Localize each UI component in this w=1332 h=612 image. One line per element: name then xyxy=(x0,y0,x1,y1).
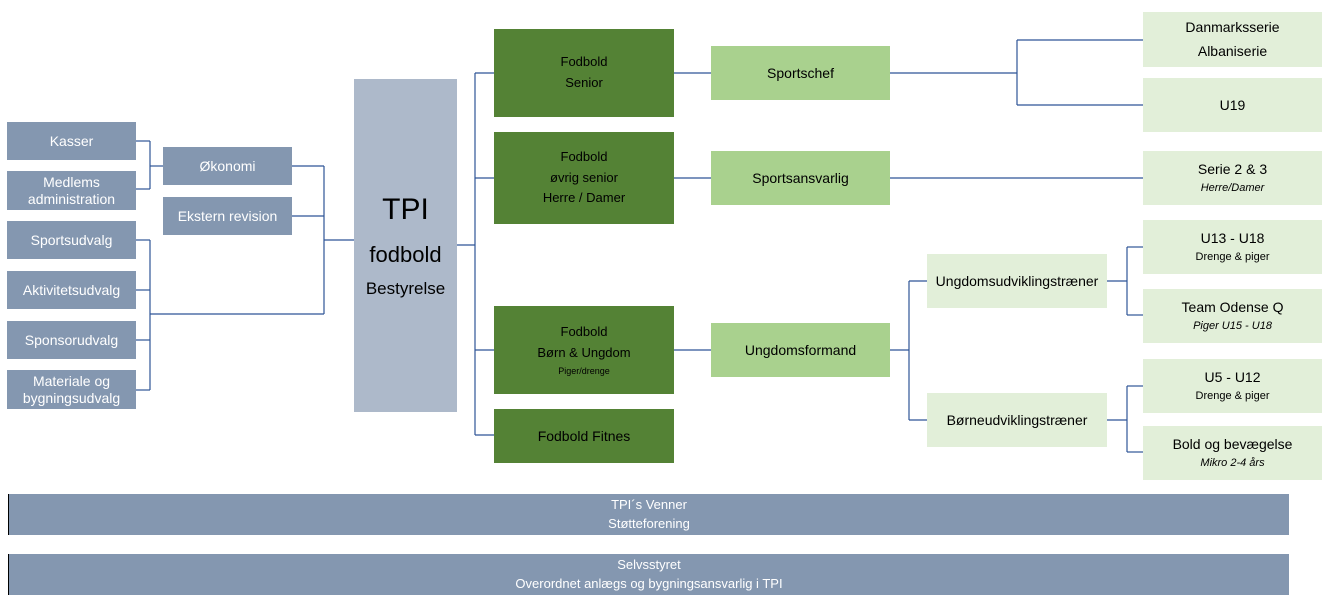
ungdomsudvikling-box: Ungdomsudviklingstræner xyxy=(927,254,1107,308)
materiale-box: Materiale og bygningsudvalg xyxy=(7,370,136,409)
odense-sublabel: Piger U15 - U18 xyxy=(1193,320,1272,333)
fodbold-fitnes-box: Fodbold Fitnes xyxy=(494,409,674,463)
materiale-label-2: bygningsudvalg xyxy=(22,389,121,406)
fodbold-senior-line2: Senior xyxy=(565,75,603,90)
borneudvikling-label: Børneudviklingstræner xyxy=(946,411,1088,428)
sportschef-label: Sportschef xyxy=(767,64,834,81)
danmarksserie-label: Danmarksserie xyxy=(1185,18,1280,35)
odense-label: Team Odense Q xyxy=(1181,299,1284,316)
tpi-subtitle: fodbold xyxy=(369,242,442,268)
sportsudvalg-label: Sportsudvalg xyxy=(30,231,113,248)
fodbold-ovrig-line3: Herre / Damer xyxy=(542,190,626,206)
ekstern-revision-label: Ekstern revision xyxy=(177,207,278,224)
serie-box: Serie 2 & 3 Herre/Damer xyxy=(1143,151,1322,205)
medlems-label-2: administration xyxy=(27,190,116,207)
sportsansvarlig-label: Sportsansvarlig xyxy=(752,169,849,186)
u5-u12-box: U5 - U12 Drenge & piger xyxy=(1143,359,1322,413)
team-odense-box: Team Odense Q Piger U15 - U18 xyxy=(1143,289,1322,343)
ekstern-revision-box: Ekstern revision xyxy=(163,197,292,235)
ungdomsformand-box: Ungdomsformand xyxy=(711,323,890,377)
ungdomsformand-label: Ungdomsformand xyxy=(744,341,857,358)
borneudvikling-box: Børneudviklingstræner xyxy=(927,393,1107,447)
sponsorudvalg-label: Sponsorudvalg xyxy=(24,331,119,348)
tpi-title: TPI xyxy=(382,193,429,227)
fodbold-born-ungdom-box: Fodbold Børn & Ungdom Piger/drenge xyxy=(494,306,674,394)
u19-label: U19 xyxy=(1219,96,1246,113)
selvstyret-line2: Overordnet anlægs og bygningsansvarlig i… xyxy=(515,575,783,591)
fodbold-senior-line1: Fodbold xyxy=(560,54,608,70)
fodbold-born-line2: Børn & Ungdom xyxy=(537,344,631,360)
danmarksserie-box: Danmarksserie Albaniserie xyxy=(1143,12,1322,67)
medlems-box: Medlems administration xyxy=(7,171,136,210)
sportschef-box: Sportschef xyxy=(711,46,890,100)
kasser-label: Kasser xyxy=(49,132,94,149)
materiale-label-1: Materiale og xyxy=(32,372,111,389)
sportsudvalg-box: Sportsudvalg xyxy=(7,221,136,259)
u19-box: U19 xyxy=(1143,78,1322,132)
sportsansvarlig-box: Sportsansvarlig xyxy=(711,151,890,205)
venner-line1: TPI´s Venner xyxy=(611,496,687,512)
venner-line2: Støtteforening xyxy=(608,515,690,531)
fodbold-born-line3: Piger/drenge xyxy=(558,365,610,376)
serie-label: Serie 2 & 3 xyxy=(1197,161,1268,178)
fodbold-senior-box: Fodbold Senior xyxy=(494,29,674,117)
aktivitetsudvalg-box: Aktivitetsudvalg xyxy=(7,271,136,309)
tpi-bestyrelse-box: TPI fodbold Bestyrelse xyxy=(354,79,457,412)
u5-label: U5 - U12 xyxy=(1204,369,1261,386)
medlems-label-1: Medlems xyxy=(43,173,100,190)
tpi-venner-bar: TPI´s Venner Støtteforening xyxy=(8,494,1289,535)
fodbold-ovrig-line1: Fodbold xyxy=(560,148,608,164)
fodbold-born-line1: Fodbold xyxy=(560,324,608,339)
okonomi-box: Økonomi xyxy=(163,147,292,185)
fodbold-ovrig-senior-box: Fodbold øvrig senior Herre / Damer xyxy=(494,132,674,224)
u13-sublabel: Drenge & piger xyxy=(1195,251,1270,264)
okonomi-label: Økonomi xyxy=(199,157,256,174)
u13-u18-box: U13 - U18 Drenge & piger xyxy=(1143,220,1322,274)
serie-sublabel: Herre/Damer xyxy=(1200,182,1265,195)
ungdomsudvikling-label: Ungdomsudviklingstræner xyxy=(935,272,1099,289)
fodbold-fitnes-label: Fodbold Fitnes xyxy=(537,427,631,444)
u13-label: U13 - U18 xyxy=(1200,230,1265,247)
aktivitetsudvalg-label: Aktivitetsudvalg xyxy=(22,281,121,298)
bold-bevaegelse-box: Bold og bevægelse Mikro 2-4 års xyxy=(1143,426,1322,480)
fodbold-ovrig-line2: øvrig senior xyxy=(550,169,618,185)
selvstyret-line1: Selvsstyret xyxy=(617,556,681,572)
bold-label: Bold og bevægelse xyxy=(1172,436,1293,453)
tpi-bestyrelse: Bestyrelse xyxy=(365,278,446,298)
selvstyret-bar: Selvsstyret Overordnet anlægs og bygning… xyxy=(8,554,1289,595)
u5-sublabel: Drenge & piger xyxy=(1195,390,1270,403)
bold-sublabel: Mikro 2-4 års xyxy=(1200,457,1265,470)
sponsorudvalg-box: Sponsorudvalg xyxy=(7,321,136,359)
albaniserie-label: Albaniserie xyxy=(1197,42,1268,59)
kasser-box: Kasser xyxy=(7,122,136,160)
